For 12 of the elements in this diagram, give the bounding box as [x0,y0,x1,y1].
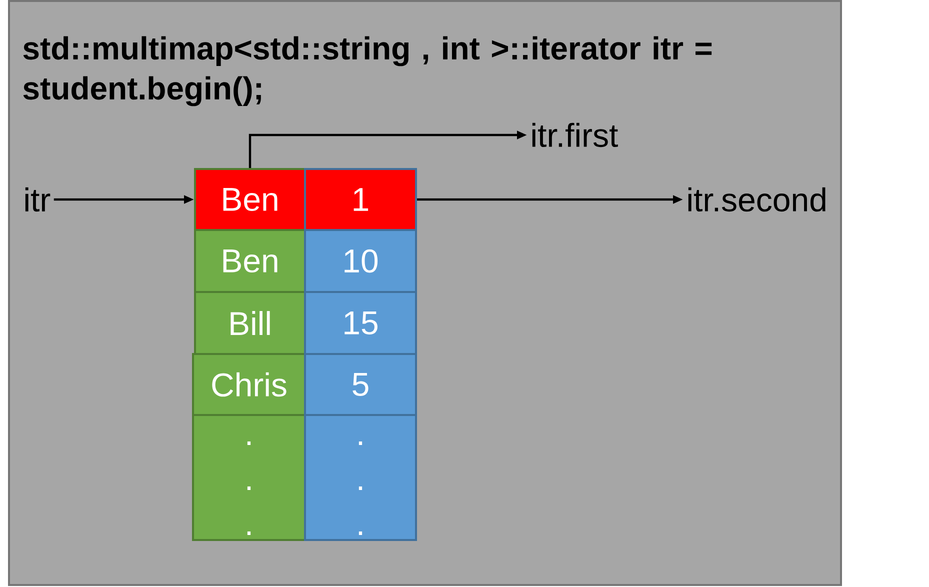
table-cell: 15 [304,291,417,355]
table-cell: 1 [304,168,417,231]
label-text: itr [25,187,50,212]
table-cell: Ben [194,229,306,293]
table-cell: Bill [194,291,306,355]
table-cell: 5 [304,353,417,416]
label-text: itr.first [532,122,618,148]
table-cell: Ben [194,168,306,231]
title: std::multimap<std::string , int >::iterator itr = student.begin(); [23,36,712,106]
table-cell: Chris [192,353,306,416]
label-text: itr.second [688,187,826,212]
table-cell: 10 [304,229,417,293]
